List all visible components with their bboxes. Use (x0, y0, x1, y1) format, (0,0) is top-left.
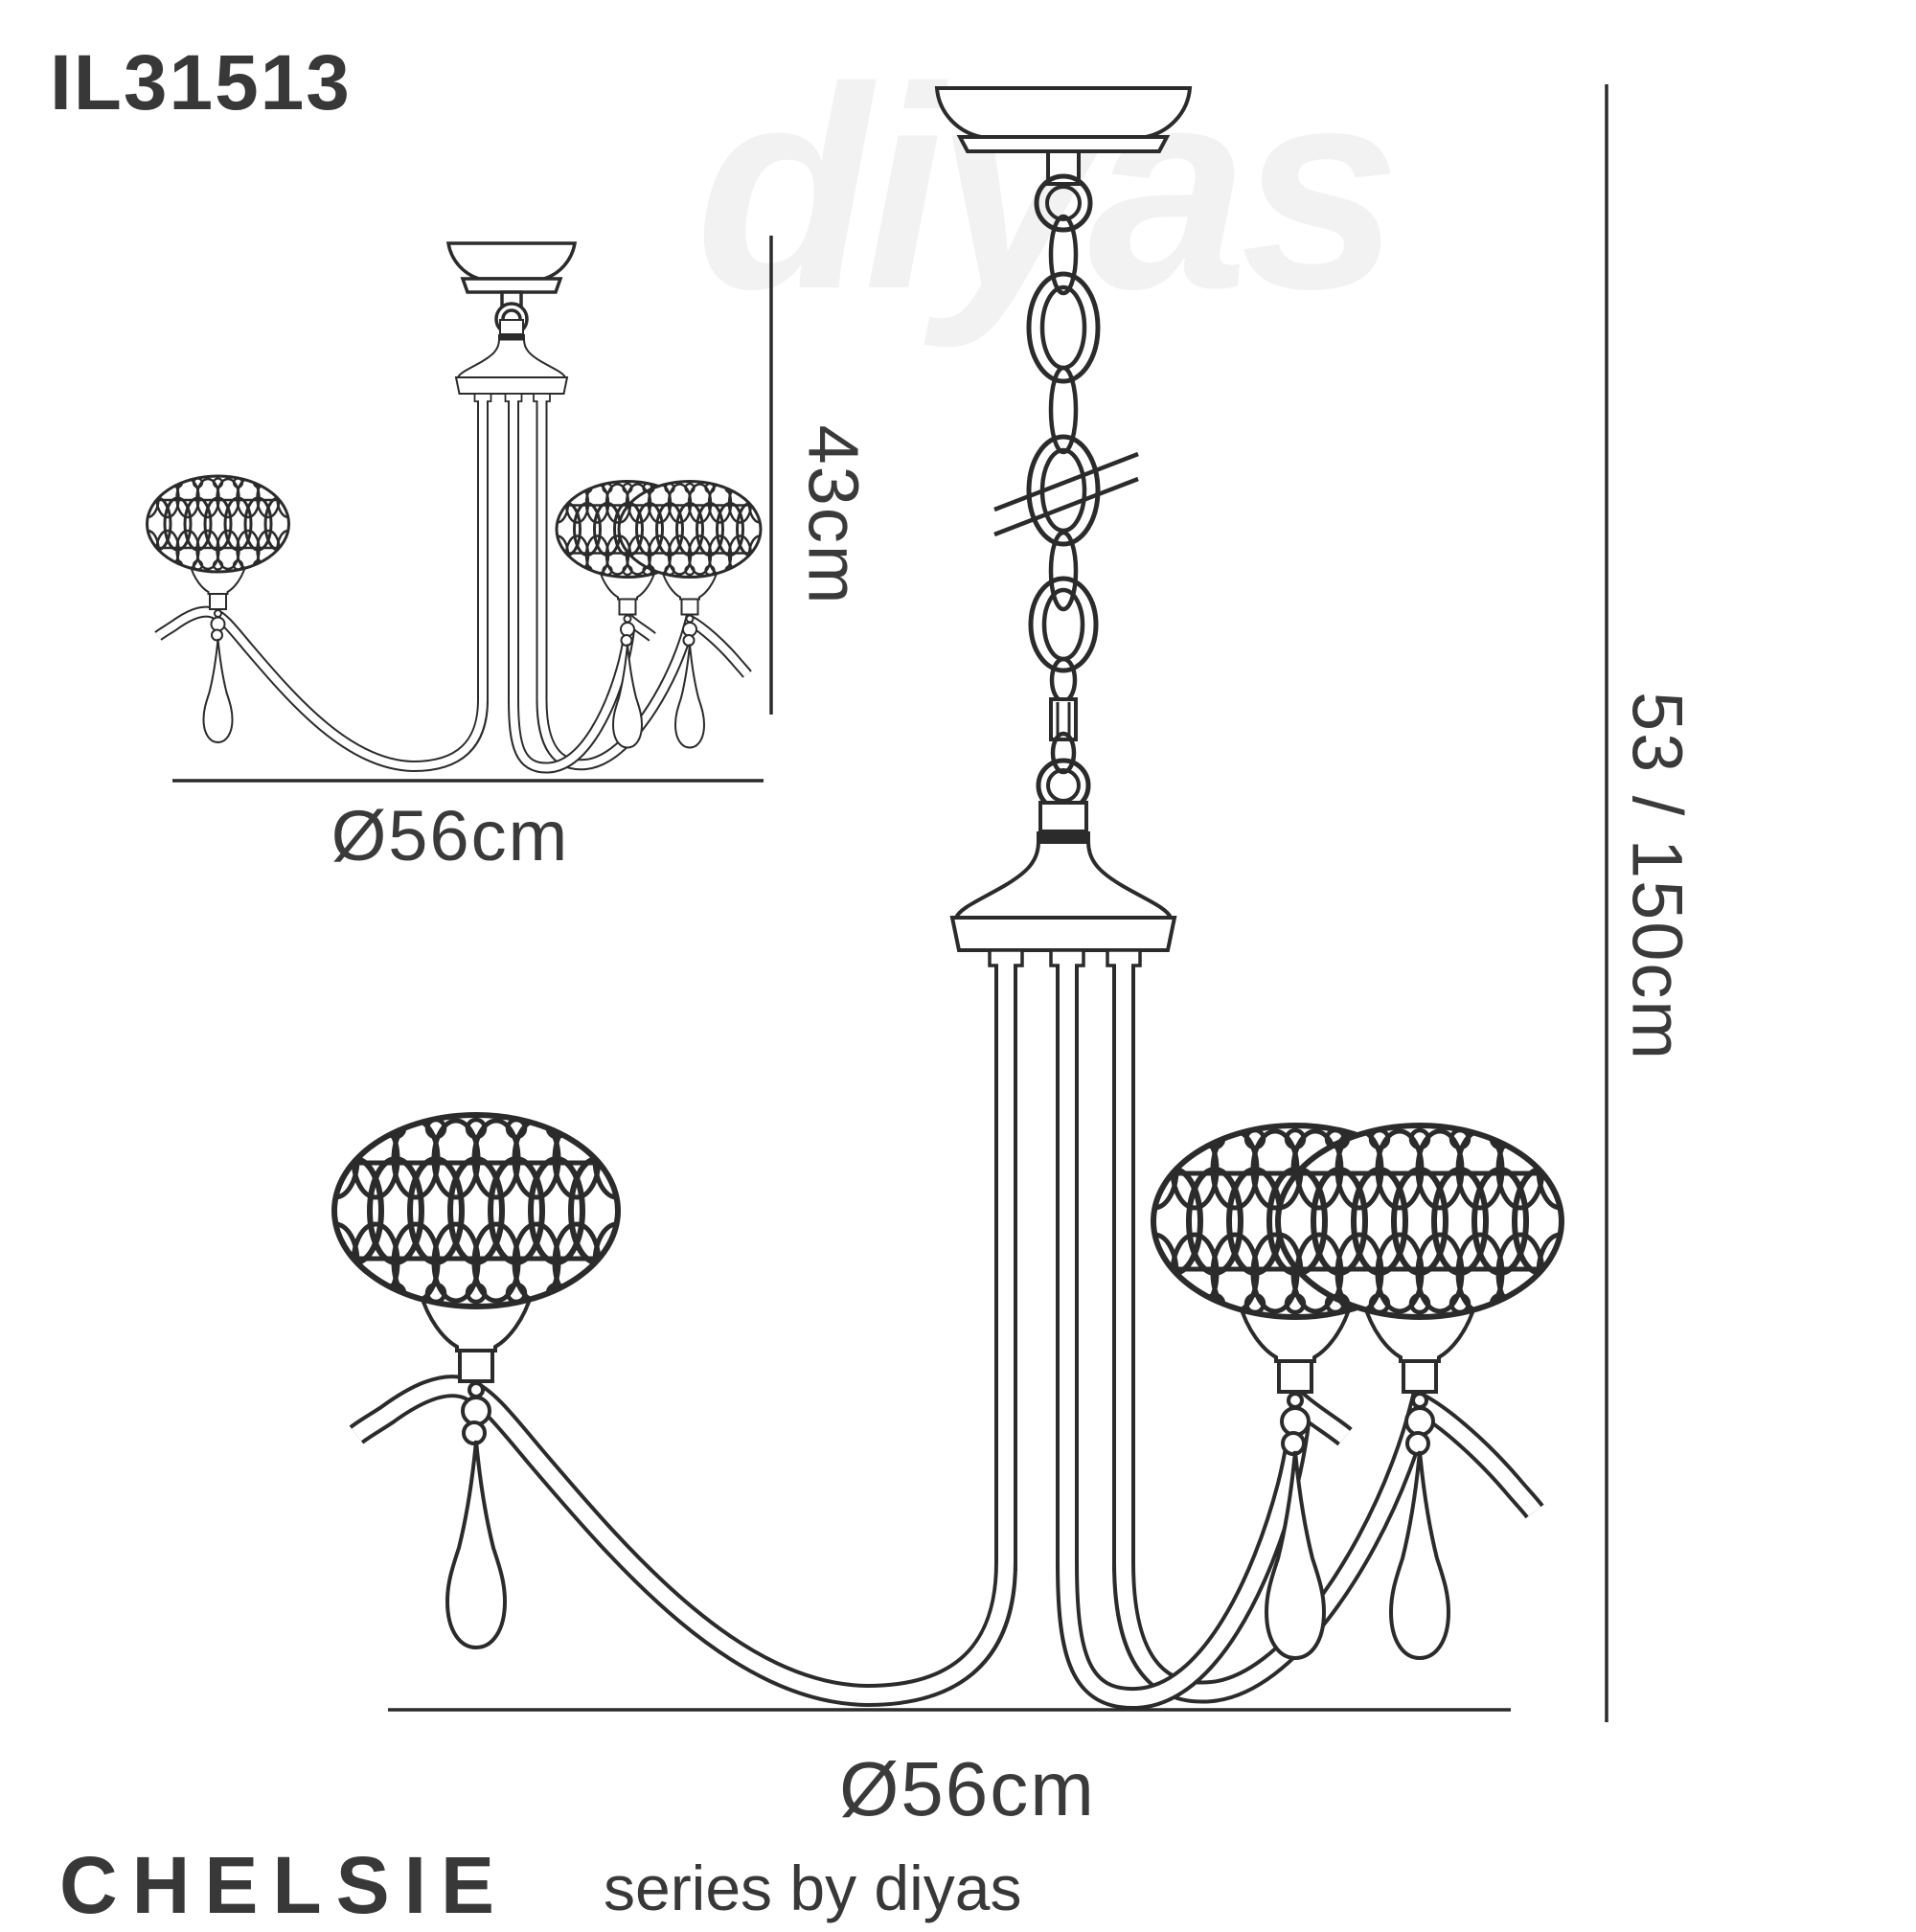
compact-diameter-label: Ø56cm (331, 796, 570, 875)
series-name: CHELSIE (59, 1840, 510, 1930)
chain-break-icon (993, 451, 1139, 537)
compact-fixture-body (137, 320, 772, 768)
watermark-text: diyas (696, 27, 1393, 351)
pendant-height-label: 53 / 150cm (1617, 692, 1697, 1061)
compact-fixture-drawing (137, 241, 772, 768)
series-byline: series by diyas (604, 1852, 1022, 1923)
compact-height-label: 43cm (793, 425, 873, 606)
product-code: IL31513 (50, 39, 352, 126)
pendant-fixture-drawing (313, 86, 1583, 1698)
pendant-fixture-body (313, 803, 1583, 1698)
pendant-ceiling-cup (934, 86, 1193, 186)
pendant-diameter-label: Ø56cm (839, 1746, 1096, 1831)
chain-connector (1049, 697, 1078, 741)
